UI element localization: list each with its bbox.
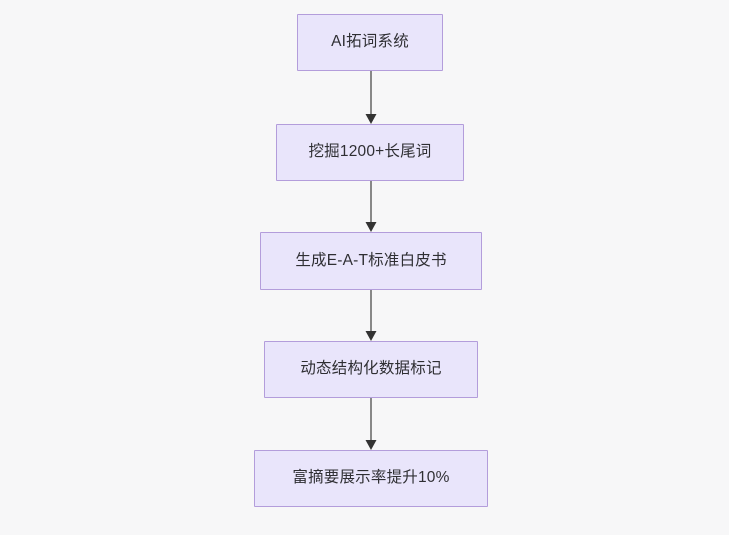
arrowhead-icon	[365, 440, 377, 450]
flow-edge-n3-to-n4	[365, 290, 377, 341]
flow-node-label: AI拓词系统	[331, 33, 409, 51]
flow-edge-n2-to-n3	[365, 181, 377, 232]
flow-node-ai-keyword-system[interactable]: AI拓词系统	[297, 14, 443, 71]
flow-node-rich-snippet-impression-uplift[interactable]: 富摘要展示率提升10%	[254, 450, 488, 507]
arrowhead-icon	[365, 114, 377, 124]
flow-node-label: 富摘要展示率提升10%	[292, 469, 450, 487]
flow-node-dynamic-structured-data-markup[interactable]: 动态结构化数据标记	[264, 341, 478, 398]
arrowhead-icon	[365, 222, 377, 232]
flow-node-label: 生成E-A-T标准白皮书	[295, 251, 447, 269]
flow-node-label: 挖掘1200+长尾词	[308, 143, 432, 161]
flow-node-label: 动态结构化数据标记	[300, 360, 442, 378]
flow-node-mine-longtail-keywords[interactable]: 挖掘1200+长尾词	[276, 124, 464, 181]
arrowhead-icon	[365, 331, 377, 341]
flow-edge-n1-to-n2	[365, 71, 377, 124]
flow-node-generate-eat-whitepaper[interactable]: 生成E-A-T标准白皮书	[260, 232, 482, 290]
flow-edge-n4-to-n5	[365, 398, 377, 450]
